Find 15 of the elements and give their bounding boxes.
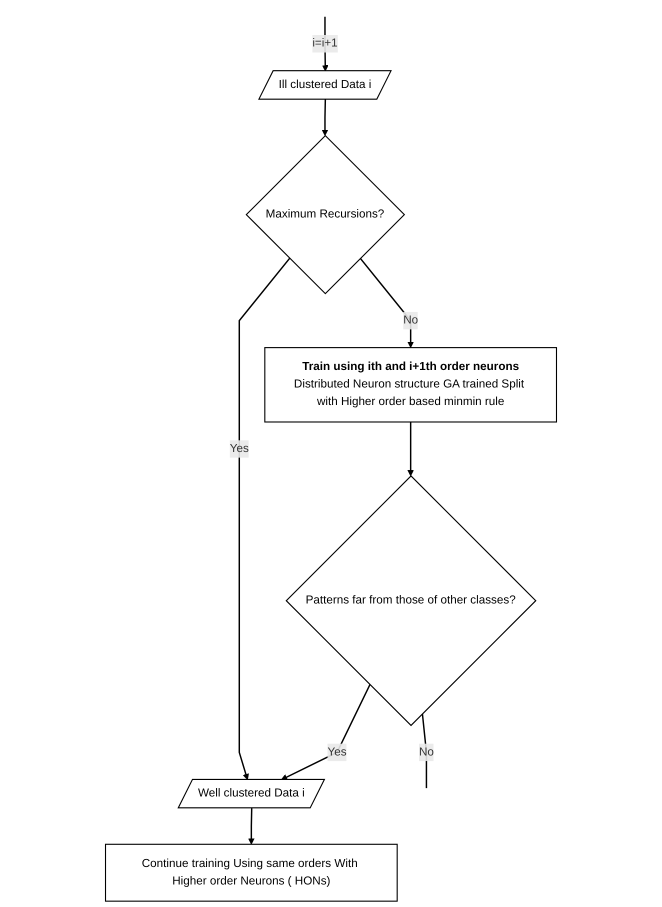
edge-label: Yes: [230, 442, 249, 455]
node-box: Train using ith and i+1th order neurons Distributed Neuron structure GA trained Split with Higher order based minmin rule: [264, 347, 558, 423]
arrow: [248, 808, 255, 845]
arrow: [322, 100, 328, 136]
node-box: Continue training Using same orders With Higher order Neurons ( HONs): [104, 844, 398, 902]
edge-label: No: [418, 746, 434, 758]
edge-label: i=i+1: [312, 37, 338, 50]
node-diamond: Patterns far from those of other classes?: [286, 475, 537, 726]
edge-label: Yes: [328, 746, 347, 758]
arrow: [360, 258, 414, 348]
edge-label: No: [403, 314, 418, 326]
arrow: [281, 684, 371, 780]
arrow: [407, 422, 414, 476]
arrow: [238, 258, 290, 780]
node-diamond: Maximum Recursions?: [246, 134, 406, 294]
